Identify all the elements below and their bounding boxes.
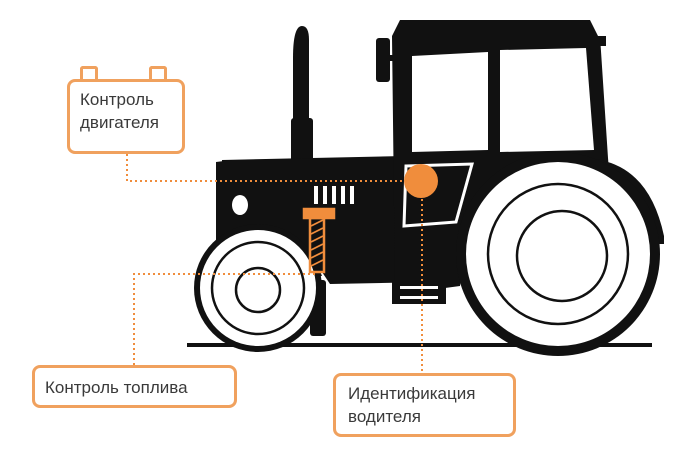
battery-terminal-left <box>80 66 98 80</box>
fuel-control-label: Контроль топлива <box>45 378 188 397</box>
battery-icon: Контроль двигателя <box>67 79 185 154</box>
driver-id-reader-icon <box>404 164 438 198</box>
driver-identification-callout: Идентификация водителя <box>333 373 516 437</box>
tractor-details <box>200 48 650 346</box>
fuel-sensor-icon <box>302 207 336 274</box>
connector-engine <box>126 154 410 182</box>
fuel-control-callout: Контроль топлива <box>32 365 237 408</box>
connector-fuel <box>133 273 318 365</box>
engine-control-label-line2: двигателя <box>80 113 159 132</box>
connector-lines <box>126 154 423 373</box>
driver-identification-label-line2: водителя <box>348 407 421 426</box>
driver-identification-label-line1: Идентификация <box>348 384 476 403</box>
engine-control-label-line1: Контроль <box>80 90 154 109</box>
ground-line <box>187 343 652 347</box>
battery-terminal-right <box>149 66 167 80</box>
